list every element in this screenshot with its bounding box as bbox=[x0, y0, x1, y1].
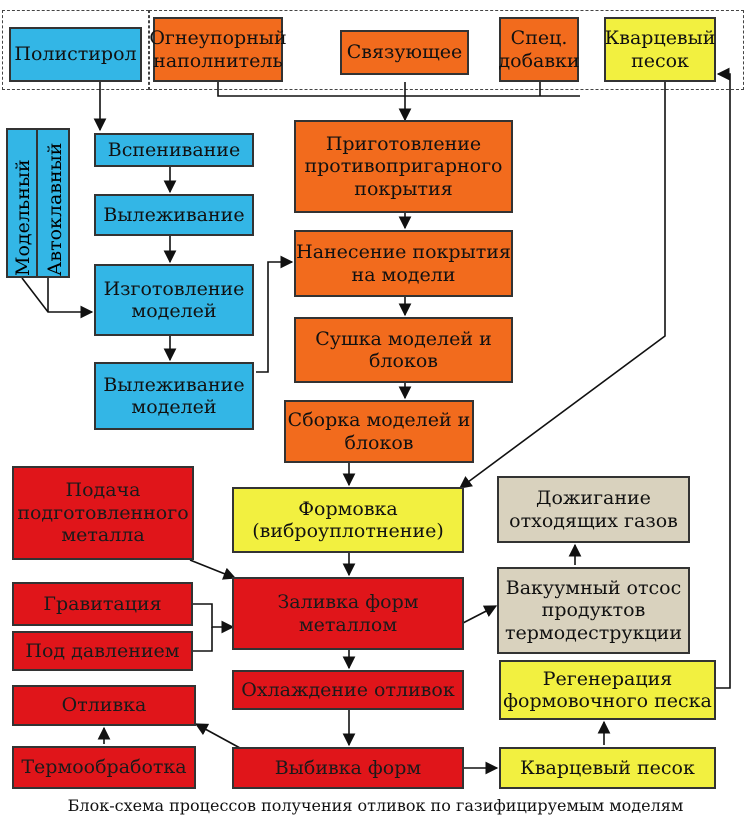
arrow-knockout-casting bbox=[194, 723, 241, 749]
quartz-sand-bottom-box: Кварцевый песок bbox=[499, 747, 716, 789]
model-making-box: Изготовление моделей bbox=[94, 264, 254, 336]
assembly-box: Сборка моделей и блоков bbox=[284, 400, 474, 463]
method-autoclave-label: Автоклавный bbox=[44, 142, 66, 276]
special-additives-box: Спец. добавки bbox=[498, 17, 580, 82]
afterburning-box: Дожигание отходящих газов bbox=[497, 476, 690, 543]
inputs-group-frame-right bbox=[149, 10, 744, 90]
arrow-gravitation-pouring bbox=[193, 603, 235, 634]
arrow-method-model-making bbox=[21, 277, 94, 319]
molding-box: Формовка (виброуплотнение) bbox=[232, 487, 464, 553]
aging-box: Вылеживание bbox=[94, 194, 254, 236]
quartz-sand-top-box: Кварцевый песок bbox=[604, 17, 716, 82]
binder-box: Связующее bbox=[340, 30, 469, 75]
drying-box: Сушка моделей и блоков bbox=[294, 317, 513, 383]
gravitation-box: Гравитация bbox=[12, 582, 193, 626]
method-model-label: Модельный bbox=[12, 159, 34, 276]
diagram-caption: Блок-схема процессов получения отливок п… bbox=[67, 796, 684, 815]
refractory-filler-box: Огнеупорный наполнитель bbox=[149, 17, 287, 82]
foaming-box: Вспенивание bbox=[94, 133, 254, 167]
sand-regeneration-box: Регенерация формовочного песка bbox=[499, 660, 716, 720]
arrow-metal-pouring bbox=[189, 559, 237, 580]
method-autoclave-box: Автоклавный bbox=[36, 128, 70, 278]
method-model-box: Модельный bbox=[6, 128, 38, 278]
polystyrene-box: Полистирол bbox=[9, 27, 142, 82]
metal-supply-box: Подача подготовленного металла bbox=[12, 466, 194, 560]
heat-treatment-box: Термообработка bbox=[12, 746, 196, 789]
coating-preparation-box: Приготовление противопригарного покрытия bbox=[294, 120, 513, 213]
casting-box: Отливка bbox=[12, 685, 196, 726]
pouring-box: Заливка форм металлом bbox=[232, 577, 464, 650]
arrow-pouring-vacuum bbox=[462, 605, 498, 624]
arrow-inputs-merge bbox=[217, 82, 580, 97]
vacuum-exhaust-box: Вакуумный отсос продуктов термодеструкци… bbox=[497, 567, 690, 654]
arrow-pressure-pouring bbox=[193, 627, 213, 652]
arrow-model-aging-application bbox=[256, 255, 294, 373]
under-pressure-box: Под давлением bbox=[12, 631, 193, 671]
cooling-box: Охлаждение отливок bbox=[232, 670, 464, 710]
model-aging-box: Вылеживание моделей bbox=[94, 362, 254, 430]
arrow-sand-molding bbox=[458, 82, 666, 489]
arrow-regeneration-sand-top bbox=[716, 67, 731, 689]
knockout-box: Выбивка форм bbox=[232, 747, 464, 789]
coating-application-box: Нанесение покрытия на модели bbox=[294, 230, 513, 297]
inputs-group-frame bbox=[2, 10, 149, 90]
